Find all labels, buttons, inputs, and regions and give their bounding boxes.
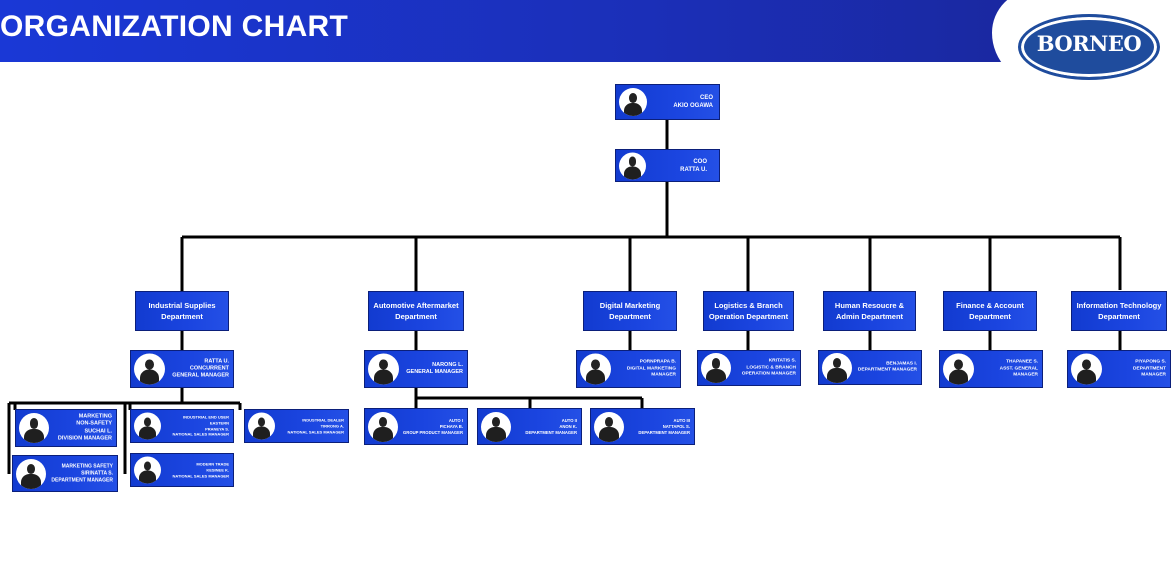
manager-role: MANAGER xyxy=(1013,372,1038,378)
borneo-logo: BORNEO xyxy=(1018,14,1160,80)
avatar xyxy=(134,412,161,440)
staff-name: SIRINATTA S. xyxy=(81,470,113,476)
avatar xyxy=(822,352,852,383)
avatar xyxy=(594,411,624,442)
ceo-name: AKIO OGAWA xyxy=(673,103,713,109)
staff-role: DEPARTMENT MANAGER xyxy=(638,429,690,435)
manager-hr: BENJAMAS I. DEPARTMENT MANAGER xyxy=(818,350,922,385)
manager-name: NARONG L. xyxy=(432,362,463,368)
staff-role: DEPARTMENT MANAGER xyxy=(51,477,113,483)
avatar xyxy=(580,353,611,385)
staff-marketing-safety: MARKETING SAFETY SIRINATTA S. DEPARTMENT… xyxy=(12,455,118,492)
avatar xyxy=(701,353,731,383)
dept-digital-marketing: Digital Marketing Department xyxy=(583,291,677,331)
staff-marketing-nonsafety: MARKETING NON-SAFETY SUCHAI L. DIVISION … xyxy=(15,409,117,447)
manager-name: PORNPRAPA B. xyxy=(639,359,676,365)
manager-automotive: NARONG L. GENERAL MANAGER xyxy=(364,350,468,388)
manager-role: ASST. GENERAL xyxy=(999,365,1038,371)
manager-it: PIYAPONG S. DEPARTMENT MANAGER xyxy=(1067,350,1171,388)
staff-role: NATIONAL SALES MANAGER xyxy=(172,431,229,437)
manager-finance: THAPANEE S. ASST. GENERAL MANAGER xyxy=(939,350,1043,388)
staff-name: PRANEYA S. xyxy=(205,426,229,431)
avatar xyxy=(1071,353,1102,385)
manager-logistics: KRITATIS S. LOGISTIC & BRANCH OPERATION … xyxy=(697,350,801,386)
staff-role: DEPARTMENT MANAGER xyxy=(525,429,577,435)
dept-logistics-branch: Logistics & Branch Operation Department xyxy=(703,291,794,331)
dept-human-resource: Human Resoucre & Admin Department xyxy=(823,291,916,331)
avatar xyxy=(134,353,165,385)
avatar xyxy=(134,456,161,484)
avatar xyxy=(619,152,646,179)
manager-name: KRITATIS S. xyxy=(768,358,796,364)
coo-title: COO xyxy=(693,158,707,165)
manager-name: RATTA U. xyxy=(204,358,229,365)
dept-information-technology: Information Technology Department xyxy=(1071,291,1167,331)
manager-role: DEPARTMENT MANAGER xyxy=(857,367,917,373)
avatar xyxy=(368,411,398,442)
page-title: ORGANIZATION CHART xyxy=(0,10,349,43)
manager-role: MANAGER xyxy=(651,372,676,378)
ceo-card: CEO AKIO OGAWA xyxy=(615,84,720,120)
staff-name: SUCHAI L. xyxy=(84,428,113,434)
staff-role: GROUP PRODUCT MANAGER xyxy=(403,429,463,435)
avatar xyxy=(619,88,647,116)
manager-role: DIGITAL MARKETING xyxy=(626,365,676,371)
avatar xyxy=(481,411,511,442)
staff-unit: EASTERN xyxy=(209,420,229,426)
staff-unit: NON-SAFETY xyxy=(76,420,112,427)
avatar xyxy=(248,412,275,440)
staff-auto-3: AUTO III NATTAPOL S. DEPARTMENT MANAGER xyxy=(590,408,695,445)
manager-role: OPERATION MANAGER xyxy=(741,371,796,377)
dept-automotive-aftermarket: Automotive Aftermarket Department xyxy=(368,291,464,331)
manager-name: THAPANEE S. xyxy=(1006,359,1038,365)
manager-name: BENJAMAS I. xyxy=(886,361,917,366)
staff-unit: INDUSTRIAL DEALER xyxy=(302,417,344,423)
avatar xyxy=(19,413,49,443)
avatar xyxy=(943,353,974,385)
staff-unit: AUTO I xyxy=(448,417,463,423)
ceo-title: CEO xyxy=(699,95,713,101)
manager-role: CONCURRENT xyxy=(189,365,229,372)
staff-auto-1: AUTO I PICHAYA B. GROUP PRODUCT MANAGER xyxy=(364,408,468,445)
header-banner: ORGANIZATION CHART xyxy=(0,0,1174,62)
staff-name: TIRRONG A. xyxy=(320,423,344,429)
manager-digital: PORNPRAPA B. DIGITAL MARKETING MANAGER xyxy=(576,350,681,388)
staff-name: NATTAPOL S. xyxy=(662,423,690,429)
staff-name: KESINEE K. xyxy=(206,467,229,473)
manager-role: GENERAL MANAGER xyxy=(406,369,463,375)
staff-unit: MODERN TRADE xyxy=(196,461,229,467)
coo-name: RATTA U. xyxy=(680,166,707,173)
manager-role: LOGISTIC & BRANCH xyxy=(746,364,796,370)
staff-role: NATIONAL SALES MANAGER xyxy=(287,428,344,434)
manager-role: MANAGER xyxy=(1141,372,1166,378)
logo-text: BORNEO xyxy=(1036,31,1142,56)
manager-role: GENERAL MANAGER xyxy=(172,372,229,379)
manager-industrial: RATTA U. CONCURRENT GENERAL MANAGER xyxy=(130,350,234,388)
manager-name: PIYAPONG S. xyxy=(1135,359,1166,365)
staff-role: NATIONAL SALES MANAGER xyxy=(172,472,229,478)
staff-unit: MARKETING SAFETY xyxy=(61,463,113,469)
staff-unit: AUTO II xyxy=(561,417,577,423)
staff-name: ANON K. xyxy=(559,423,577,429)
dept-industrial-supplies: Industrial Supplies Department xyxy=(135,291,229,331)
manager-role: DEPARTMENT xyxy=(1133,365,1166,371)
dept-finance-account: Finance & Account Department xyxy=(943,291,1037,331)
staff-industrial-enduser-eastern: INDUSTRIAL END USER EASTERN PRANEYA S. N… xyxy=(130,409,234,443)
staff-industrial-dealer: INDUSTRIAL DEALER TIRRONG A. NATIONAL SA… xyxy=(244,409,349,443)
coo-card: COO RATTA U. xyxy=(615,149,720,182)
avatar xyxy=(368,353,399,385)
staff-name: PICHAYA B. xyxy=(439,423,463,429)
avatar xyxy=(16,458,46,489)
staff-unit: MARKETING xyxy=(78,413,112,420)
staff-unit: AUTO III xyxy=(673,417,690,423)
staff-unit: INDUSTRIAL END USER xyxy=(183,414,229,420)
staff-auto-2: AUTO II ANON K. DEPARTMENT MANAGER xyxy=(477,408,582,445)
staff-modern-trade: MODERN TRADE KESINEE K. NATIONAL SALES M… xyxy=(130,453,234,487)
staff-role: DIVISION MANAGER xyxy=(57,435,112,442)
